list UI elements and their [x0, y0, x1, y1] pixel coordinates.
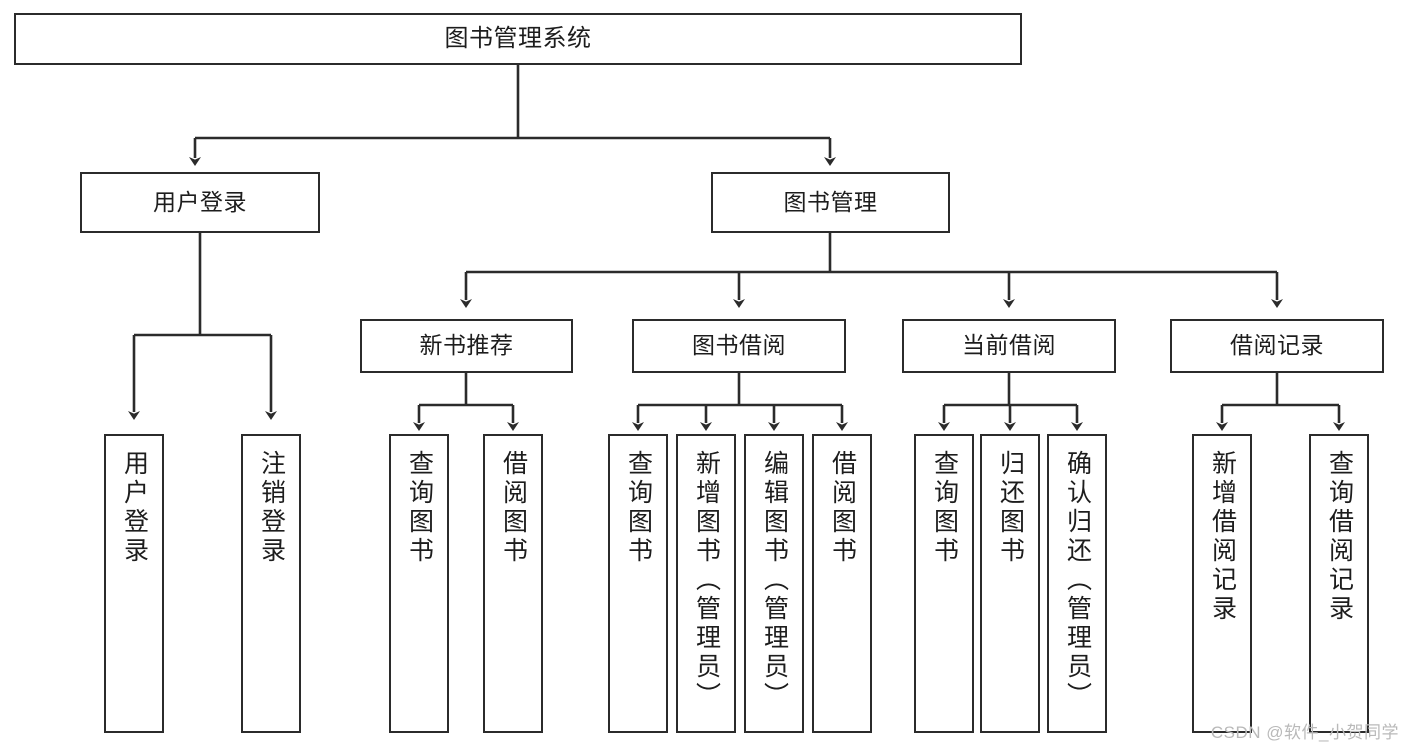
node-label: 用户登录	[120, 450, 149, 566]
node-label: 查询图书	[405, 450, 434, 566]
node-label: 新增借阅记录	[1208, 450, 1237, 624]
node-label: 查询图书	[624, 450, 653, 566]
node-leaf-edit-book[interactable]: 编辑图书（管理员）	[744, 434, 804, 733]
node-label: 用户登录	[153, 188, 247, 215]
node-label: 借阅记录	[1230, 332, 1324, 359]
node-label: 借阅图书	[828, 450, 857, 566]
node-leaf-query-book-3[interactable]: 查询图书	[914, 434, 974, 733]
node-label: 图书借阅	[692, 332, 786, 359]
node-book-management[interactable]: 图书管理	[711, 172, 950, 233]
node-leaf-add-record[interactable]: 新增借阅记录	[1192, 434, 1252, 733]
node-label: 编辑图书（管理员）	[760, 450, 789, 711]
node-book-borrow[interactable]: 图书借阅	[632, 319, 846, 373]
node-label: 图书管理	[783, 188, 878, 215]
node-label: 查询图书	[930, 450, 959, 566]
node-current-borrow[interactable]: 当前借阅	[902, 319, 1116, 373]
node-new-book-recommend[interactable]: 新书推荐	[360, 319, 573, 373]
node-label: 新增图书（管理员）	[692, 450, 721, 711]
node-leaf-return-book[interactable]: 归还图书	[980, 434, 1040, 733]
node-leaf-query-book-2[interactable]: 查询图书	[608, 434, 668, 733]
node-leaf-query-book-1[interactable]: 查询图书	[389, 434, 449, 733]
node-leaf-add-book[interactable]: 新增图书（管理员）	[676, 434, 736, 733]
csdn-watermark: CSDN @软件_小贺同学	[1210, 723, 1399, 742]
node-leaf-query-record[interactable]: 查询借阅记录	[1309, 434, 1369, 733]
node-borrow-record[interactable]: 借阅记录	[1170, 319, 1384, 373]
node-leaf-user-login[interactable]: 用户登录	[104, 434, 164, 733]
node-leaf-borrow-book-1[interactable]: 借阅图书	[483, 434, 543, 733]
node-leaf-borrow-book-2[interactable]: 借阅图书	[812, 434, 872, 733]
node-label: 新书推荐	[419, 332, 514, 359]
node-leaf-confirm-return[interactable]: 确认归还（管理员）	[1047, 434, 1107, 733]
node-label: 当前借阅	[962, 332, 1056, 359]
node-label: 确认归还（管理员）	[1063, 450, 1092, 711]
node-label: 图书管理系统	[444, 24, 592, 52]
node-label: 借阅图书	[499, 450, 528, 566]
node-user-login[interactable]: 用户登录	[80, 172, 320, 233]
node-label: 注销登录	[257, 450, 286, 566]
node-label: 查询借阅记录	[1325, 450, 1354, 624]
node-root-book-management-system[interactable]: 图书管理系统	[14, 13, 1022, 65]
node-label: 归还图书	[996, 450, 1025, 566]
node-leaf-logout[interactable]: 注销登录	[241, 434, 301, 733]
